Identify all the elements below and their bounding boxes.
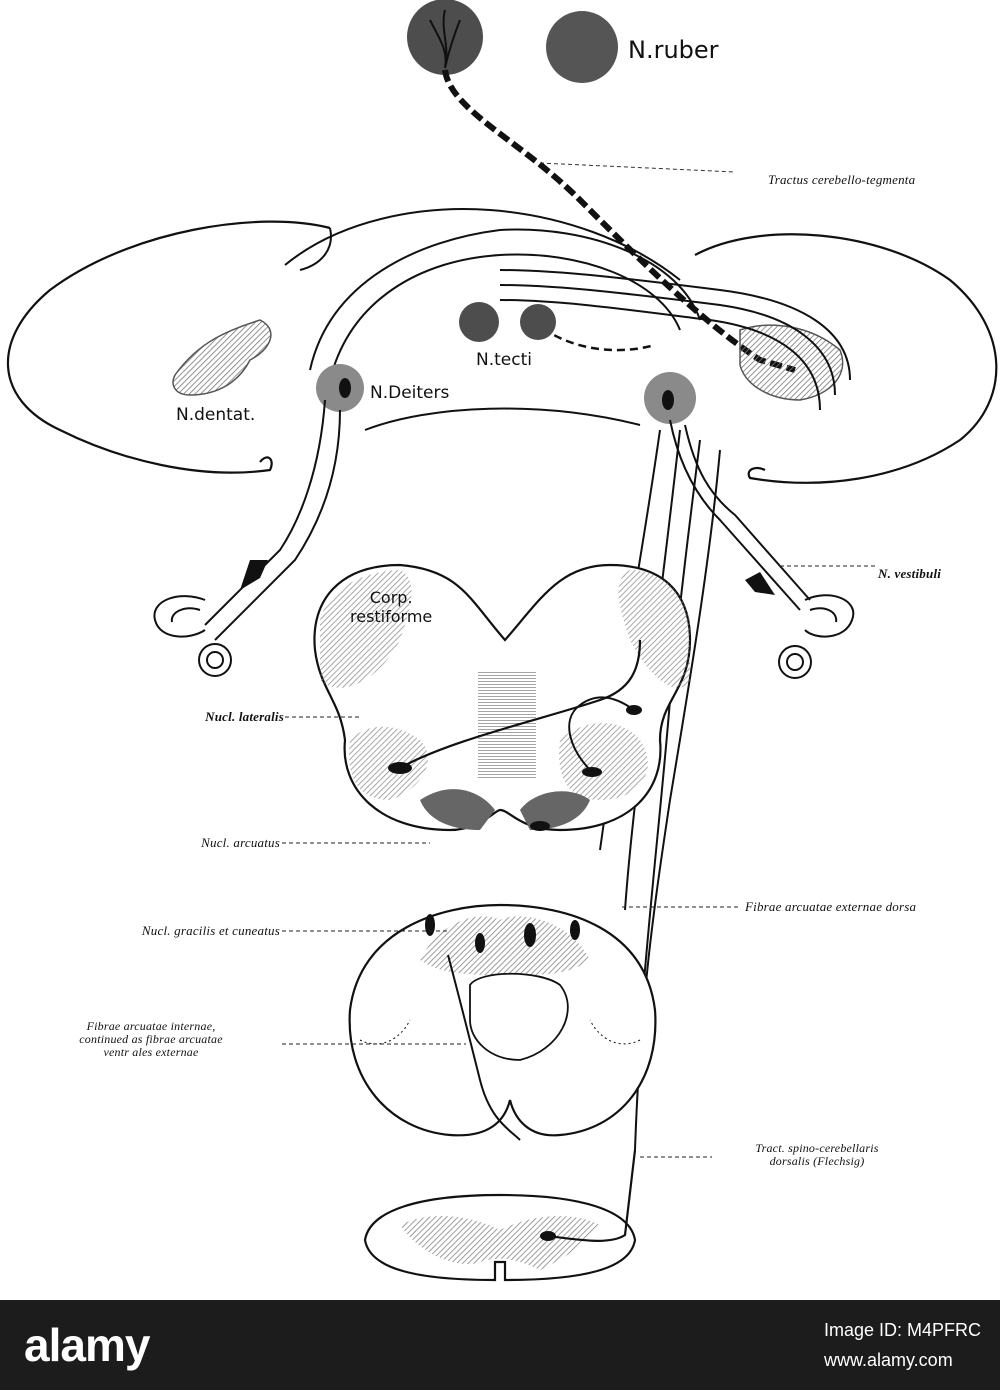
cerebellum-right	[694, 233, 998, 484]
watermark-footer: alamy Image ID: M4PFRC www.alamy.com	[0, 1300, 1000, 1390]
anatomical-diagram: N.ruber Tractus cerebello-tegmenta N.tec…	[6, 0, 998, 1282]
label-corp-restiforme: Corp. restiforme	[350, 588, 432, 626]
label-nucl-lateralis: Nucl. lateralis	[205, 709, 284, 724]
label-nucl-arcuatus: Nucl. arcuatus	[201, 835, 280, 850]
label-fibrae-arcuatae-externae-dorsales: Fibrae arcuatae externae dorsa	[745, 899, 917, 914]
label-n-dentat: N.dentat.	[176, 405, 256, 425]
brand-logo: alamy	[24, 1319, 150, 1371]
red-nuclei	[407, 0, 618, 83]
label-n-vestibuli: N. vestibuli	[878, 566, 942, 581]
image-id-text: Image ID: M4PFRC	[824, 1320, 982, 1340]
label-tract-spino-cerebellaris: Tract. spino-cerebellaris dorsalis (Flec…	[712, 1142, 922, 1168]
label-fibrae-internae-line3: ventr ales externae	[103, 1045, 199, 1059]
cerebellum-left	[6, 220, 331, 474]
leader-lines	[282, 565, 875, 1158]
label-tractus-cerebello-tegmentalis: Tractus cerebello-tegmenta	[768, 172, 916, 187]
label-tract-spino-line2: dorsalis (Flechsig)	[769, 1154, 865, 1168]
label-nucl-gracilis-cuneatus: Nucl. gracilis et cuneatus	[141, 923, 280, 938]
label-n-tecti: N.tecti	[476, 350, 532, 370]
label-n-ruber: N.ruber	[628, 36, 719, 64]
label-corp-line1: Corp.	[369, 588, 413, 607]
label-corp-line2: restiforme	[350, 607, 433, 626]
diagram-drawing	[6, 0, 998, 1282]
label-fibrae-arcuatae-internae: Fibrae arcuatae internae, continued as f…	[22, 1020, 280, 1059]
label-tract-spino-line1: Tract. spino-cerebellaris	[755, 1141, 879, 1155]
label-n-deiters: N.Deiters	[370, 383, 450, 403]
label-fibrae-internae-line1: Fibrae arcuatae internae,	[86, 1019, 216, 1033]
cerebello-tegmental-tract	[442, 69, 796, 373]
label-fibrae-internae-line2: continued as fibrae arcuatae	[79, 1032, 223, 1046]
site-url-text: www.alamy.com	[824, 1350, 953, 1370]
